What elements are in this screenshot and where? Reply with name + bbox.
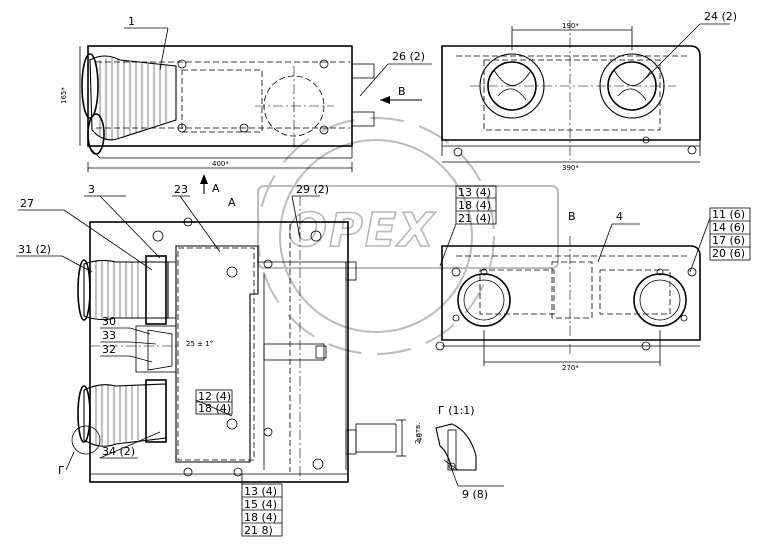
callout-30: 30	[102, 315, 116, 328]
fastener-stack-right: 11 (6) 14 (6) 17 (6) 20 (6)	[689, 207, 751, 273]
right-stack-3: 20 (6)	[712, 247, 745, 260]
callout-34: 34 (2)	[102, 445, 135, 458]
callout-4: 4	[616, 210, 623, 223]
dim-section-b-width: 270*	[562, 364, 579, 372]
bottom-stack-1: 15 (4)	[244, 498, 277, 511]
main-view: 40 2 отв. 25 ± 1°	[16, 183, 424, 537]
callout-33: 33	[102, 329, 116, 342]
callout-3: 23	[174, 183, 188, 196]
middle-stack-1: 18 (4)	[198, 402, 231, 415]
dim-angle: 25 ± 1°	[186, 340, 213, 348]
fastener-stack-bottom: 13 (4) 15 (4) 18 (4) 21 8)	[241, 474, 283, 537]
front-view: 165* 400* 1 26 (2) B A	[60, 15, 432, 195]
callout-1: 1	[128, 15, 135, 28]
top-stack-2: 21 (4)	[458, 212, 491, 225]
dim-outlet-left: 40	[416, 433, 424, 442]
watermark-text: OPEX	[288, 203, 436, 257]
top-stack-1: 18 (4)	[458, 199, 491, 212]
callout-23: 29 (2)	[296, 183, 329, 196]
right-stack-2: 17 (6)	[712, 234, 745, 247]
top-stack-0: 13 (4)	[458, 186, 491, 199]
right-stack-1: 14 (6)	[712, 221, 745, 234]
dim-side-inner: 190*	[562, 22, 579, 30]
dim-front-height: 165*	[60, 87, 68, 104]
fastener-stack-middle: 12 (4) 18 (4)	[195, 389, 233, 417]
arrow-b-label: B	[398, 85, 406, 98]
dim-side-width: 390*	[562, 164, 579, 172]
callout-9: 9 (8)	[462, 488, 488, 501]
section-b-view: B 270* 4 13 (4) 18 (4) 21 (4)	[435, 185, 751, 372]
callout-32: 32	[102, 343, 116, 356]
callout-24: 24 (2)	[704, 10, 737, 23]
bottom-stack-2: 18 (4)	[244, 511, 277, 524]
fastener-stack-top-center: 13 (4) 18 (4) 21 (4)	[439, 185, 497, 267]
right-stack-0: 11 (6)	[712, 208, 745, 221]
callout-27: 3	[88, 183, 95, 196]
view-a-label: A	[228, 196, 236, 209]
callout-31: 31 (2)	[18, 243, 51, 256]
watermark: OPEX	[257, 117, 559, 355]
callout-26: 26 (2)	[392, 50, 425, 63]
callout-29: 27	[20, 197, 34, 210]
view-b-label: B	[568, 210, 576, 223]
detail-g-title: Г (1:1)	[438, 404, 475, 417]
arrow-a-label: A	[212, 182, 220, 195]
dim-outlet-right: 2 отв.	[414, 423, 422, 444]
detail-g-marker: Г	[58, 464, 65, 477]
dim-front-width: 400*	[212, 160, 229, 168]
bottom-stack-0: 13 (4)	[244, 485, 277, 498]
bottom-stack-3: 21 8)	[244, 524, 273, 537]
middle-stack-0: 12 (4)	[198, 390, 231, 403]
detail-g-view: Г (1:1) 9 (8)	[435, 404, 504, 501]
side-view: 190* 390* 24 (2)	[441, 10, 737, 172]
